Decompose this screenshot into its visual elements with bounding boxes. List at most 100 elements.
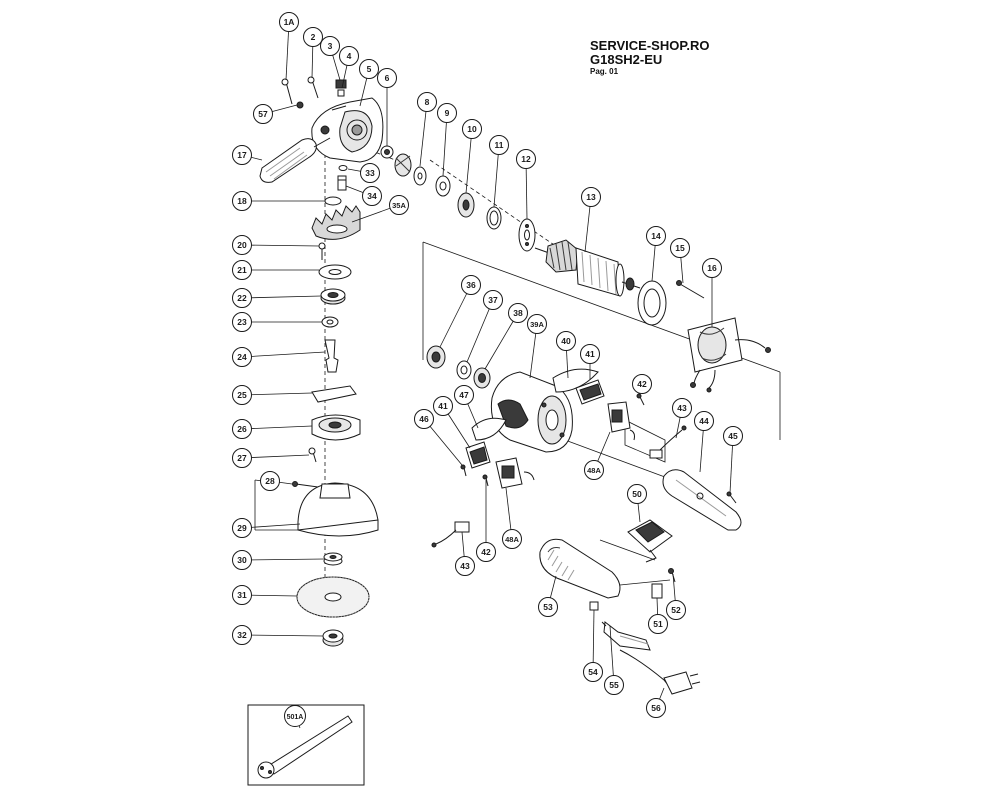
callout-label: 32 — [237, 630, 247, 640]
callout-5: 5 — [359, 59, 379, 79]
callout-circle — [232, 385, 252, 405]
gear-6 — [380, 145, 412, 177]
side-handle — [259, 137, 331, 183]
brush-holder-right — [607, 401, 635, 441]
spindle-stack — [308, 196, 361, 463]
callout-circle — [646, 698, 666, 718]
callout-label: 16 — [707, 263, 717, 273]
callout-label: 22 — [237, 293, 247, 303]
leader-line-37 — [466, 299, 494, 363]
callout-26: 26 — [232, 419, 252, 439]
callout-51: 51 — [648, 614, 668, 634]
callout-label: 23 — [237, 317, 247, 327]
callout-8: 8 — [417, 92, 437, 112]
callout-label: 1A — [284, 17, 295, 27]
callout-label: 15 — [675, 243, 685, 253]
callout-label: 39A — [530, 320, 544, 329]
callout-circle — [646, 226, 666, 246]
carbon-brush-left — [431, 521, 470, 548]
callout-label: 45 — [728, 431, 738, 441]
callout-44: 44 — [694, 411, 714, 431]
callout-10: 10 — [462, 119, 482, 139]
callout-label: 35A — [392, 201, 406, 210]
callout-31: 31 — [232, 585, 252, 605]
ring-14 — [637, 280, 667, 326]
leader-line-27 — [241, 454, 310, 459]
wheel-guard — [292, 481, 379, 537]
callout-label: 48A — [505, 535, 519, 544]
callout-9: 9 — [437, 103, 457, 123]
carbon-brush-right — [649, 425, 687, 459]
callout-circle — [516, 149, 536, 169]
callout-label: 43 — [677, 403, 687, 413]
callout-32: 32 — [232, 625, 252, 645]
callout-45: 45 — [723, 426, 743, 446]
handle-cover — [662, 469, 742, 531]
callout-42-bottom: 42 — [476, 542, 496, 562]
callout-circle — [632, 374, 652, 394]
callout-label: 43 — [460, 561, 470, 571]
callout-55: 55 — [604, 675, 624, 695]
callout-label: 3 — [328, 41, 333, 51]
callout-label: 8 — [425, 97, 430, 107]
leader-line-22 — [241, 295, 322, 299]
callout-label: 51 — [653, 619, 663, 629]
callout-3: 3 — [320, 36, 340, 56]
cord-clamp — [651, 568, 676, 599]
callout-23: 23 — [232, 312, 252, 332]
callout-46: 46 — [414, 409, 434, 429]
callout-circle — [508, 303, 528, 323]
callout-circle — [702, 258, 722, 278]
callout-label: 501A — [287, 714, 304, 721]
callout-circle — [320, 36, 340, 56]
callout-circle — [583, 662, 603, 682]
callout-41-left: 41 — [433, 396, 453, 416]
callout-label: 50 — [632, 489, 642, 499]
callout-label: 52 — [671, 605, 681, 615]
callout-label: 10 — [467, 124, 477, 134]
callout-37: 37 — [483, 290, 503, 310]
callout-label: 21 — [237, 265, 247, 275]
cord-parts — [589, 601, 701, 695]
callout-label: 27 — [237, 453, 247, 463]
callout-circle — [417, 92, 437, 112]
callout-15: 15 — [670, 238, 690, 258]
callout-circle — [360, 163, 380, 183]
callout-label: 41 — [438, 401, 448, 411]
leader-line-54 — [592, 609, 595, 673]
callout-circle — [232, 288, 252, 308]
lock-pin — [337, 165, 348, 191]
callout-circle — [362, 186, 382, 206]
callout-label: 11 — [495, 140, 504, 150]
callout-circle — [232, 585, 252, 605]
callout-circle — [359, 59, 379, 79]
callout-41-top: 41 — [580, 344, 600, 364]
callout-43-right: 43 — [672, 398, 692, 418]
callout-label: 29 — [237, 523, 247, 533]
callout-circle — [723, 426, 743, 446]
callout-circle — [627, 484, 647, 504]
callout-circle — [580, 344, 600, 364]
callout-25: 25 — [232, 385, 252, 405]
callout-label: 28 — [265, 476, 275, 486]
callout-label: 53 — [543, 602, 553, 612]
callout-circle — [538, 597, 558, 617]
leader-line-30 — [241, 558, 325, 561]
callout-label: 42 — [481, 547, 491, 557]
callout-label: 14 — [651, 231, 661, 241]
callout-circle — [648, 614, 668, 634]
callout-label: 13 — [586, 192, 596, 202]
motor-housing — [490, 371, 573, 453]
callout-circle — [279, 12, 299, 32]
callout-label: 57 — [258, 109, 268, 119]
leader-line-38 — [484, 312, 519, 370]
callout-43-left: 43 — [455, 556, 475, 576]
armature — [534, 239, 641, 297]
callout-53: 53 — [538, 597, 558, 617]
callout-56: 56 — [646, 698, 666, 718]
brush-holder-left — [495, 457, 535, 489]
callout-501a: 501A — [284, 705, 306, 727]
callout-circle — [584, 460, 604, 480]
callout-label: 25 — [237, 390, 247, 400]
callout-label: 34 — [367, 191, 377, 201]
